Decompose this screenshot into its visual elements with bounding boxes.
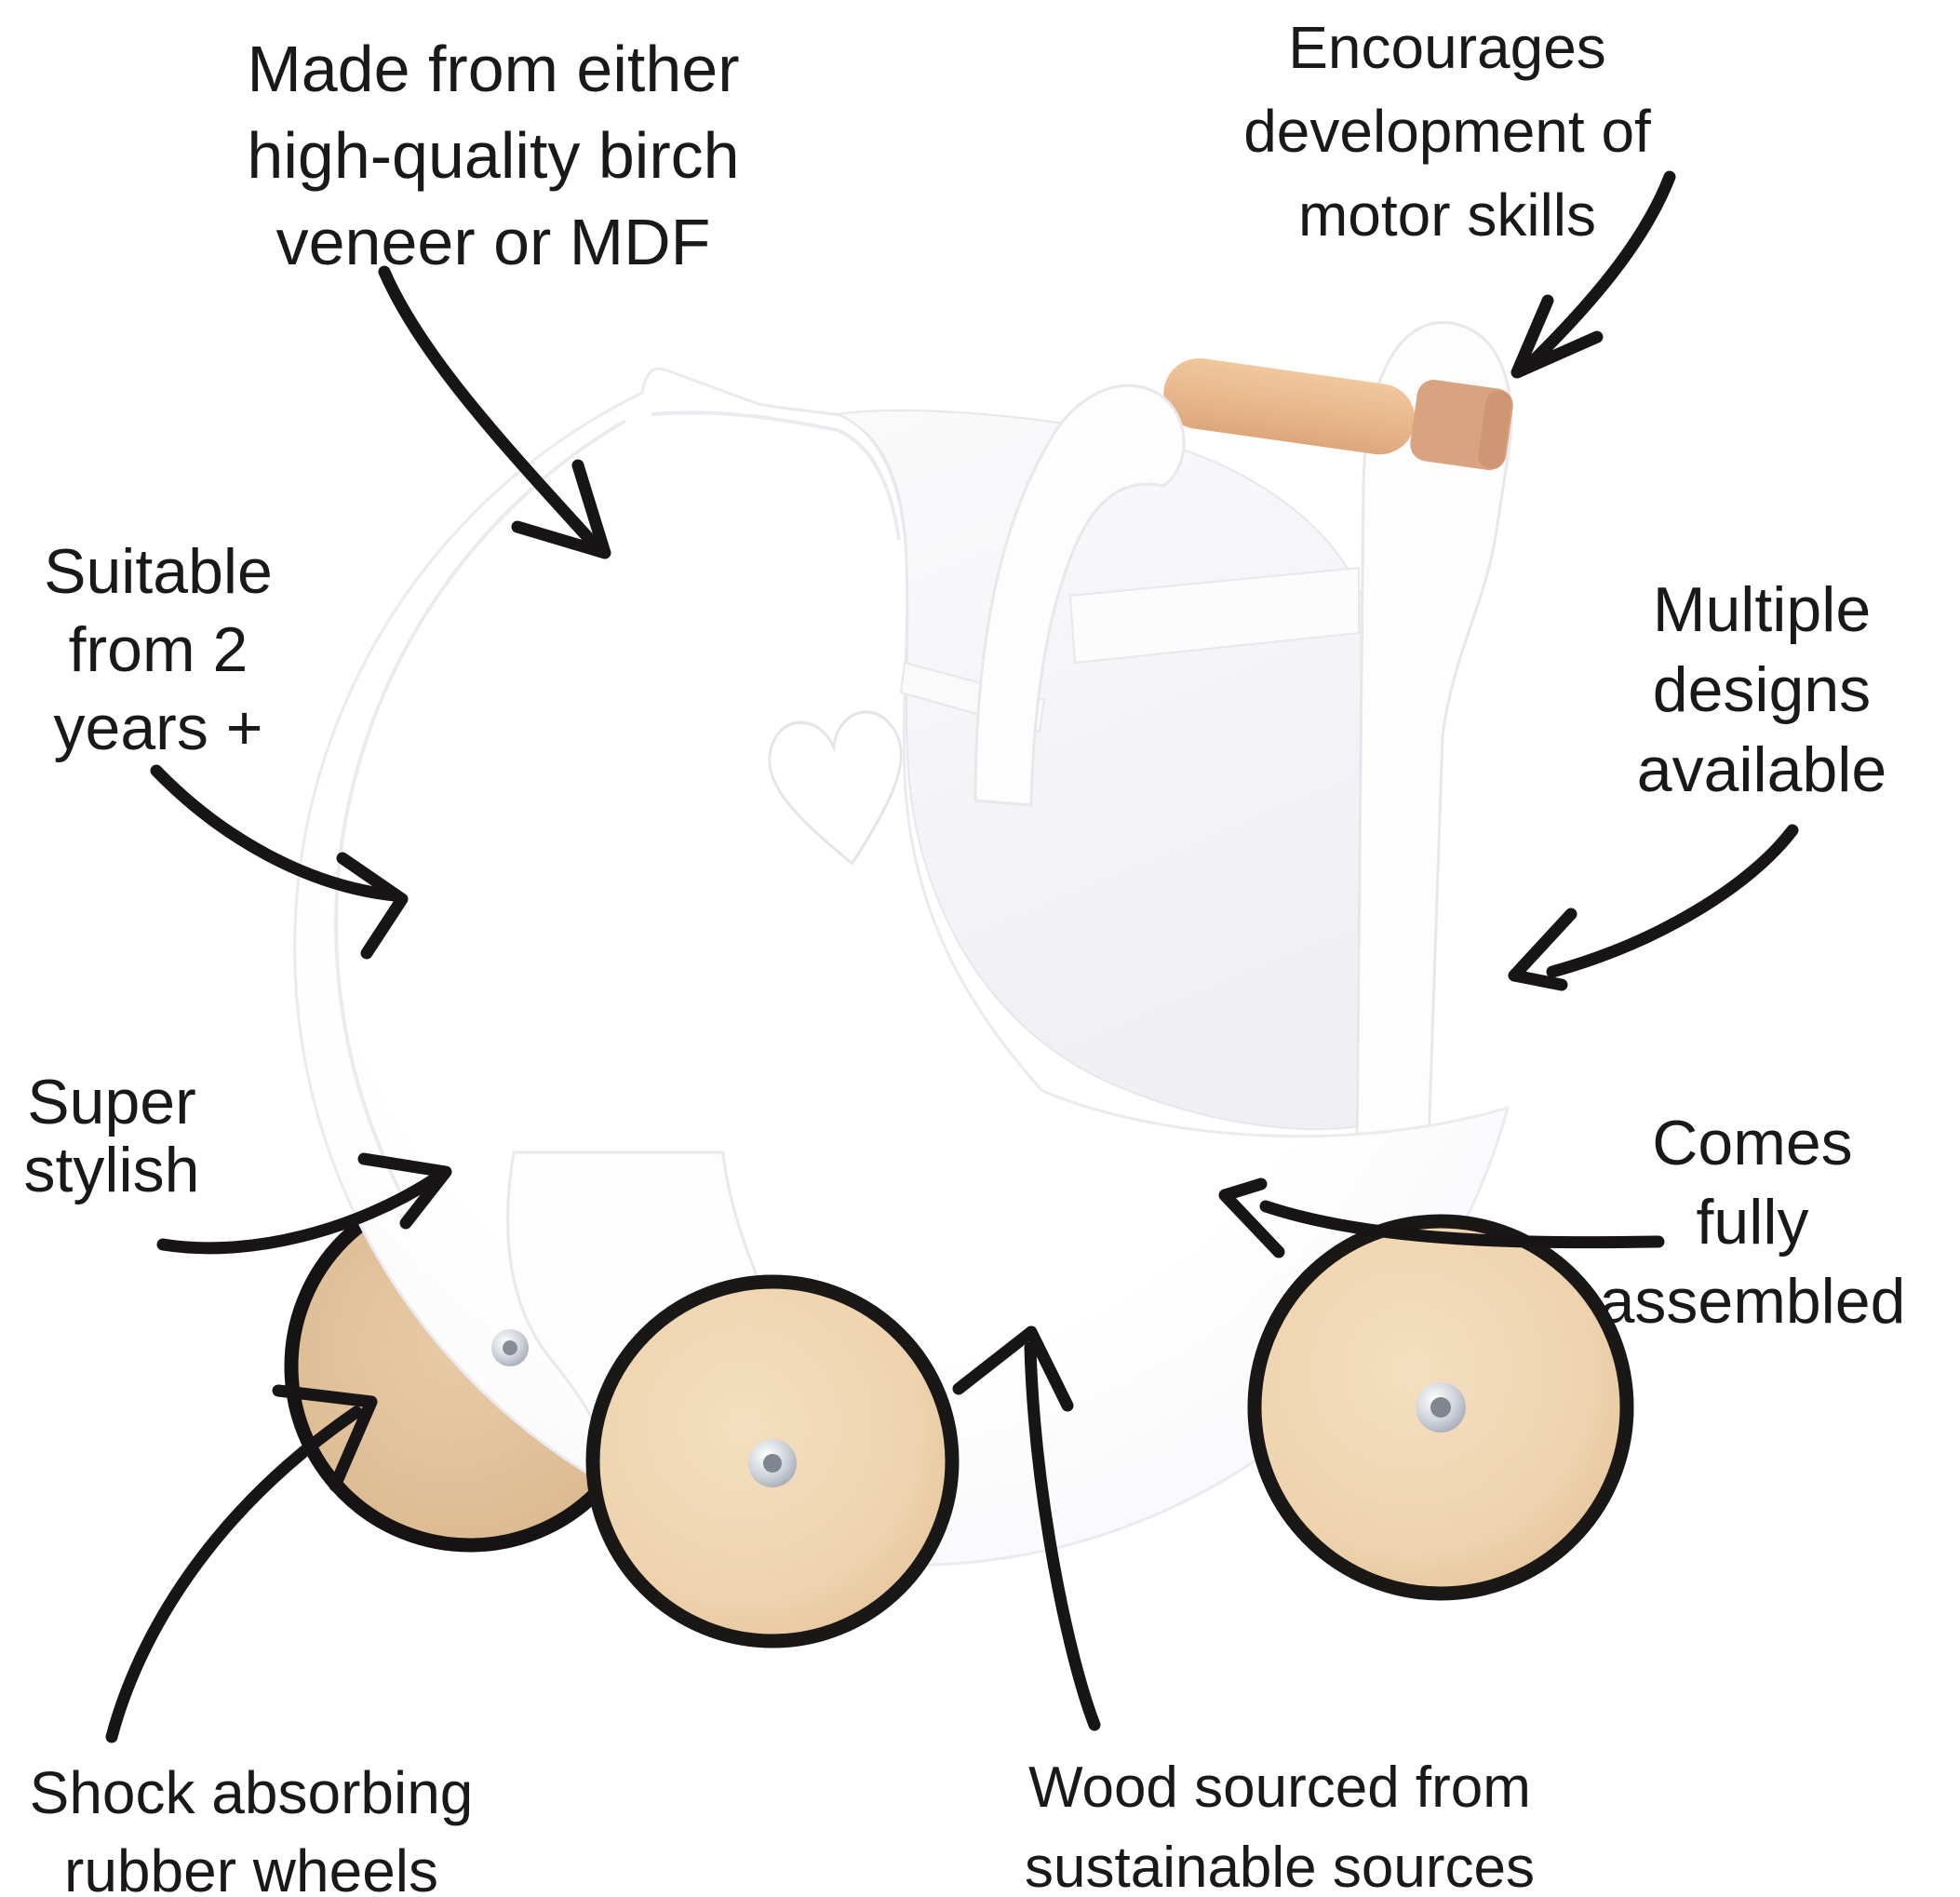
label-line: from 2 [68,614,248,685]
hood-edge-line [651,410,901,541]
body-rim-line [334,419,627,1192]
label-sustainable-wood: Wood sourced from sustainable sources [1000,1748,1559,1897]
label-line: assembled [1599,1266,1906,1337]
handle-dowel [1163,357,1416,455]
label-line: Shock absorbing [29,1759,474,1826]
label-age-suitability: Suitable from 2 years + [0,532,326,767]
label-line: Wood sourced from [1028,1756,1531,1820]
label-multiple-designs: Multiple designs available [1564,570,1960,810]
label-line: development of [1243,98,1651,165]
arrow-made-from-icon [378,265,611,559]
handle-near-post [973,383,1186,807]
label-line: rubber wheels [64,1837,438,1897]
label-fully-assembled: Comes fully assembled [1545,1104,1960,1341]
label-line: sustainable sources [1025,1836,1535,1897]
label-line: years + [53,693,263,763]
label-line: Comes [1652,1108,1853,1178]
fork-screw-center [503,1340,517,1355]
label-line: Encourages [1288,14,1606,81]
label-rubber-wheels: Shock absorbing rubber wheels [0,1754,503,1897]
label-motor-skills: Encourages development of motor skills [1145,6,1750,257]
label-line: fully [1696,1187,1809,1258]
arrow-multiple-designs-icon [1508,824,1799,991]
handle-end-cap [1410,380,1513,470]
label-line: Super [27,1067,196,1137]
label-line: motor skills [1297,182,1597,249]
label-line: high-quality birch [247,119,740,192]
label-line: designs [1652,654,1872,725]
label-line: Made from either [247,33,740,105]
arrow-encourages-icon [1510,170,1676,379]
label-material: Made from either high-quality birch vene… [37,26,949,286]
box-far-rail [1068,566,1360,665]
rear-wheel [1247,1214,1634,1601]
arrow-wood-sourced-icon [952,1325,1101,1731]
arrow-suitable-icon [150,764,409,960]
label-line: Multiple [1652,574,1872,645]
arrow-shock-absorbing-icon [105,1384,378,1743]
label-line: stylish [23,1135,200,1205]
label-line: available [1636,734,1887,805]
handle-far-post [1355,321,1513,1147]
label-line: veneer or MDF [275,206,711,278]
heart-cutout-icon [768,710,903,866]
label-line: Suitable [44,536,273,607]
near-front-wheel [585,1274,960,1648]
arrow-comes-assembled-icon [1218,1177,1665,1258]
arrow-super-stylish-icon [156,1152,452,1255]
label-super-stylish: Super stylish [0,1069,223,1204]
